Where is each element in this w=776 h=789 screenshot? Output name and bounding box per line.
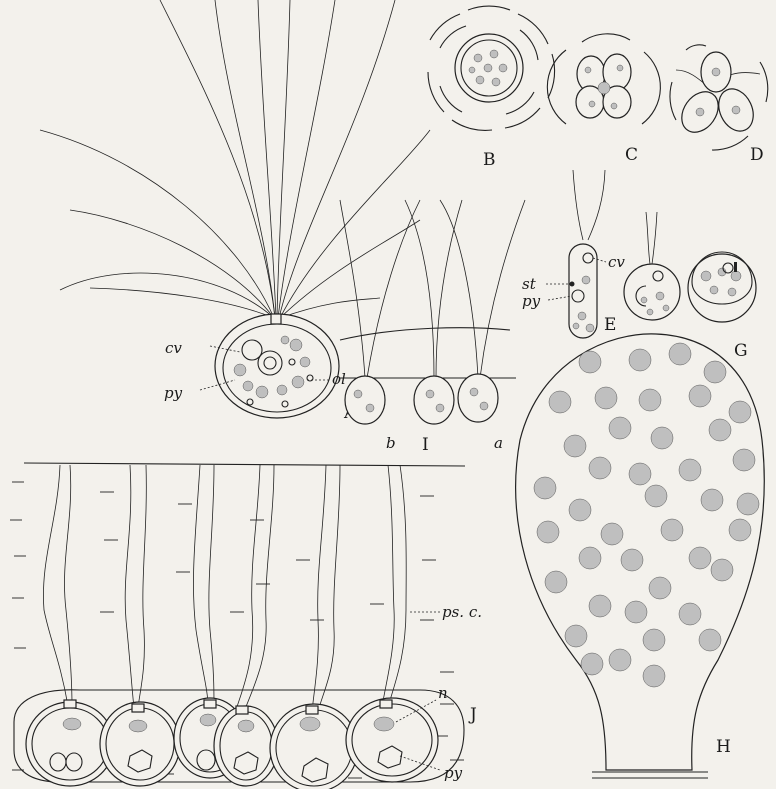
panel-c: C xyxy=(547,34,660,165)
label-a-i: a xyxy=(494,434,503,452)
panel-j-cells xyxy=(26,698,438,789)
panel-a-wall xyxy=(215,314,339,418)
panel-label-e: E xyxy=(604,315,616,335)
label-psc-j: ps. c. xyxy=(442,603,482,621)
panel-d: D xyxy=(670,45,768,165)
label-py-j: py xyxy=(444,764,463,782)
label-st-e: st xyxy=(522,275,537,293)
panel-i: b I a xyxy=(340,200,525,455)
panel-j-pseudocilia xyxy=(43,465,406,712)
panel-label-c: C xyxy=(625,145,638,165)
panel-label-b: B xyxy=(483,150,496,170)
panel-label-j: J xyxy=(468,705,477,725)
panel-h-sac: H xyxy=(516,334,765,778)
label-py-a: py xyxy=(164,384,183,402)
panel-j-colony: ps. c. n J py xyxy=(10,463,482,789)
panel-e: cv st py E xyxy=(522,170,625,338)
label-ol-a: ol xyxy=(332,370,346,388)
label-cv-e: cv xyxy=(608,253,625,271)
label-n-j: n xyxy=(438,684,448,702)
label-b-i: b xyxy=(386,434,396,452)
label-py-e: py xyxy=(522,292,541,310)
panel-label-d: D xyxy=(750,145,764,165)
panel-label-i: I xyxy=(422,435,429,455)
panel-a-cell: cv ol py A xyxy=(40,0,430,423)
panel-b: B xyxy=(428,6,555,170)
panel-label-h: H xyxy=(716,737,731,757)
panel-a-flagella xyxy=(40,0,430,318)
label-cv-a: cv xyxy=(165,339,182,357)
panel-label-g: G xyxy=(734,341,748,361)
